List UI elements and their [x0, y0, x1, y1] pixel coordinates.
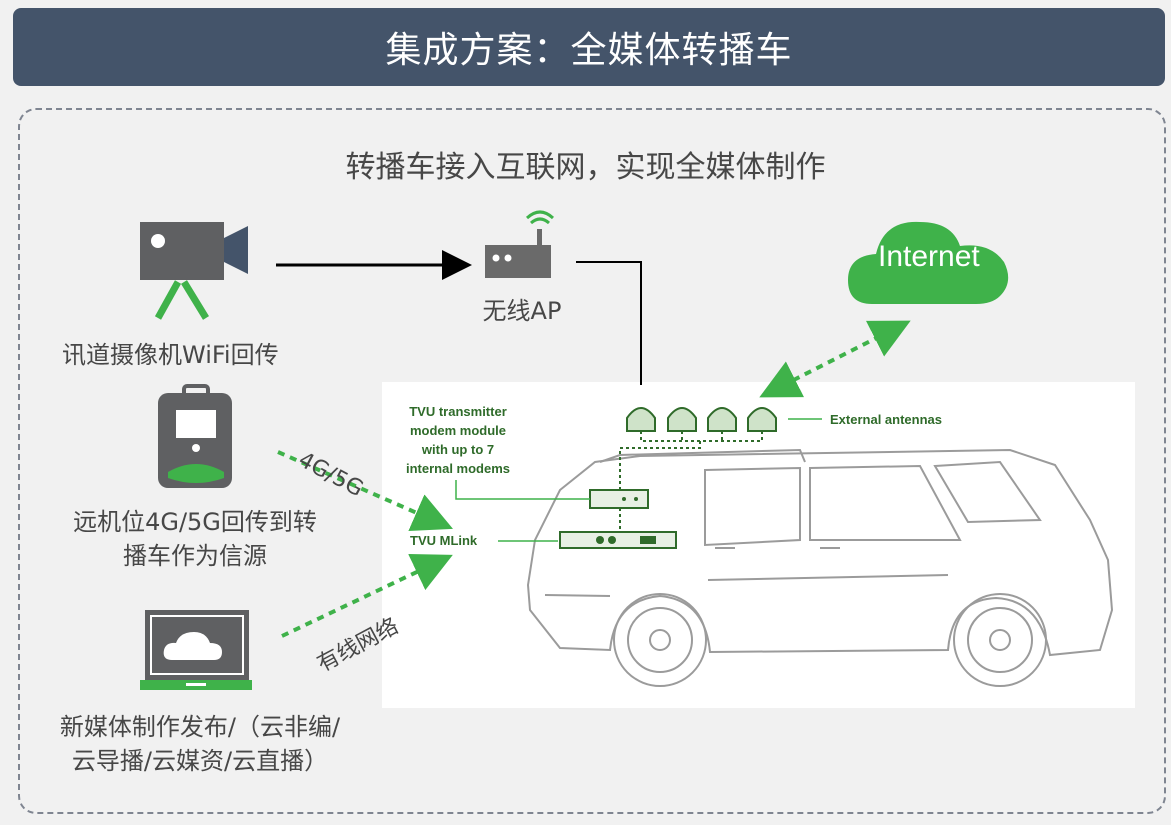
page-title: 集成方案：全媒体转播车 — [385, 30, 793, 71]
ap-to-vehicle-line — [576, 261, 642, 385]
header-title-bar: 集成方案：全媒体转播车 — [13, 8, 1165, 86]
ap-label: 无线AP — [482, 297, 562, 325]
backpack-transmitter-icon — [158, 384, 232, 488]
transmitter-label-line2: modem module — [409, 423, 507, 438]
laptop-label-line1: 新媒体制作发布/（云非编/ — [59, 713, 341, 741]
laptop-label-line2: 云导播/云媒资/云直播） — [71, 747, 329, 775]
wired-link-arrow — [281, 553, 453, 638]
transmitter-label-line1: TVU transmitter — [409, 404, 507, 419]
content-frame — [18, 108, 1166, 814]
vehicle-panel — [382, 382, 1135, 708]
antennas-icon — [626, 407, 777, 432]
diagram-subtitle: 转播车接入互联网，实现全媒体制作 — [345, 150, 826, 185]
laptop-icon — [140, 610, 252, 690]
router-icon — [485, 210, 555, 278]
internet-label: Internet — [878, 240, 980, 273]
cellular-link-arrow — [277, 450, 453, 532]
transmitter-label: TVU transmitter modem module with up to … — [403, 402, 513, 478]
camera-icon — [140, 222, 248, 320]
vehicle-icon — [526, 448, 1114, 687]
mlink-rack-icon — [559, 531, 677, 549]
cloud-icon — [848, 221, 1009, 304]
backpack-label-line1: 远机位4G/5G回传到转 — [73, 508, 317, 536]
transmitter-leader-line — [455, 480, 590, 500]
mlink-label: TVU MLink — [410, 533, 478, 548]
antenna-cabling — [619, 431, 763, 532]
backpack-label-line2: 播车作为信源 — [123, 542, 267, 570]
transmitter-label-line3: with up to 7 — [421, 442, 495, 457]
internet-link-arrow — [759, 320, 911, 398]
transmitter-module-icon — [589, 489, 649, 509]
camera-label: 讯道摄像机WiFi回传 — [62, 341, 279, 369]
antennas-label: External antennas — [830, 412, 942, 427]
transmitter-label-line4: internal modems — [405, 461, 511, 476]
